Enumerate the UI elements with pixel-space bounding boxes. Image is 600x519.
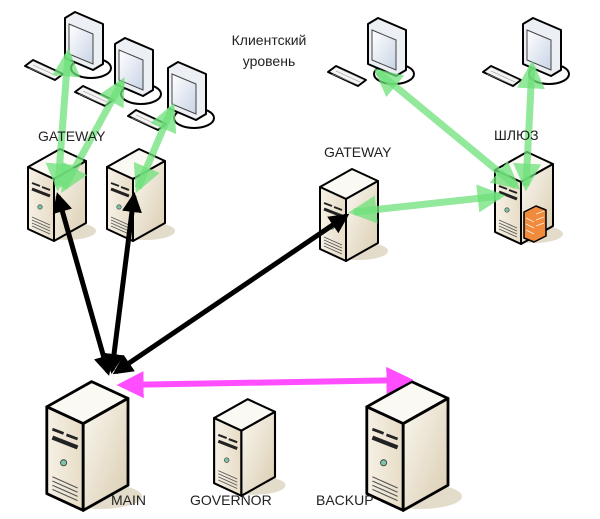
- link-main-backup: [116, 366, 414, 399]
- server-gateway-2: [105, 147, 177, 243]
- link-ws2-gw1: [60, 77, 126, 193]
- link-gw1-main: [52, 192, 114, 376]
- link-ws5-shluz: [513, 60, 545, 192]
- link-ws4-shluz: [373, 68, 521, 190]
- link-gw3-main: [112, 213, 350, 375]
- label-main: MAIN: [111, 492, 146, 508]
- server-governor: [212, 397, 288, 498]
- label-backup: BACKUP: [316, 492, 374, 508]
- label-gateway-center: GATEWAY: [324, 144, 392, 160]
- client-tier-label-line1: Клиентский: [231, 32, 307, 48]
- link-gw3-shluz: [348, 184, 506, 224]
- server-backup: [367, 382, 462, 511]
- label-gateway-left: GATEWAY: [38, 128, 106, 144]
- label-shluz: ШЛЮЗ: [494, 127, 539, 143]
- client-tier-label-line2: уровень: [242, 53, 296, 69]
- workstation-5: [482, 17, 570, 87]
- server-gateway-center: [318, 167, 390, 263]
- link-ws3-gw2: [133, 102, 177, 194]
- workstation-4: [327, 17, 415, 87]
- label-governor: GOVERNOR: [190, 492, 272, 508]
- client-tier-label: Клиентский уровень: [214, 30, 324, 72]
- firewall-icon: [523, 205, 547, 243]
